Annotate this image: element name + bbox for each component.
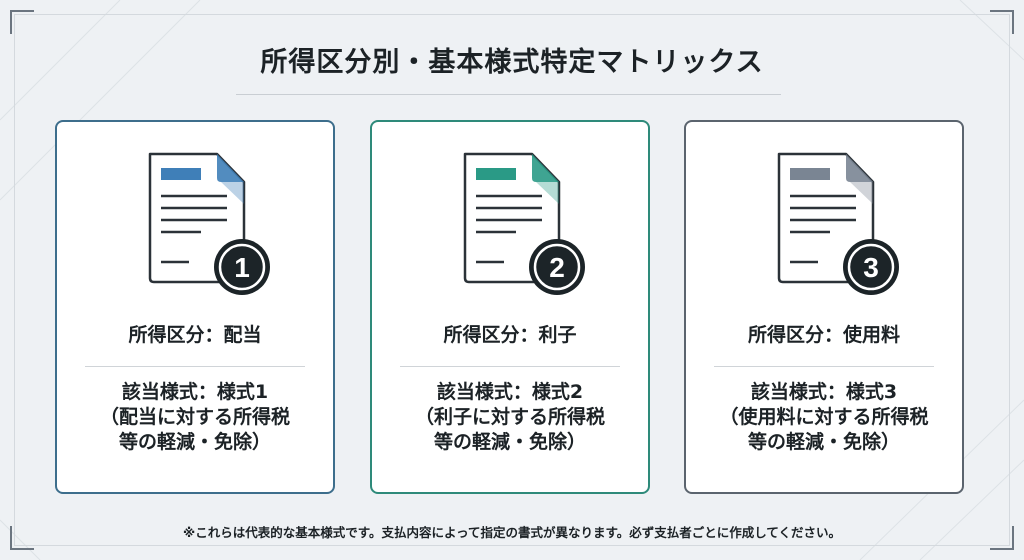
svg-text:2: 2	[549, 252, 565, 283]
form-card-3: 3 所得区分：使用料 該当様式：様式3 （使用料に対する所得税 等の軽減・免除）	[684, 120, 964, 494]
divider	[85, 366, 305, 367]
form-card-2: 2 所得区分：利子 該当様式：様式2 （利子に対する所得税 等の軽減・免除）	[370, 120, 650, 494]
form-name: 該当様式：様式1	[121, 381, 269, 403]
form-description: （使用料に対する所得税	[719, 406, 929, 428]
corner-decoration	[10, 10, 34, 34]
income-category: 所得区分：配当	[128, 324, 262, 346]
document-icon: 2	[463, 152, 585, 295]
form-name: 該当様式：様式2	[436, 381, 584, 403]
document-icon: 3	[777, 152, 899, 295]
income-category: 所得区分：利子	[443, 324, 577, 346]
corner-decoration	[990, 10, 1014, 34]
applicable-form: 該当様式：様式2 （利子に対する所得税 等の軽減・免除）	[372, 380, 648, 455]
title-underline	[236, 94, 781, 95]
form-name: 該当様式：様式3	[750, 381, 898, 403]
applicable-form: 該当様式：様式1 （配当に対する所得税 等の軽減・免除）	[57, 380, 333, 455]
form-description: 等の軽減・免除）	[747, 431, 900, 453]
footnote: ※これらは代表的な基本様式です。支払内容によって指定の書式が異なります。必ず支払…	[183, 525, 841, 540]
form-card-1: 1 所得区分：配当 該当様式：様式1 （配当に対する所得税 等の軽減・免除）	[55, 120, 335, 494]
document-icon: 1	[148, 152, 270, 295]
number-badge: 2	[529, 239, 585, 295]
corner-decoration	[10, 526, 34, 550]
corner-decoration	[990, 526, 1014, 550]
svg-text:1: 1	[234, 252, 250, 283]
page-frame	[14, 14, 1010, 546]
form-description: 等の軽減・免除）	[433, 431, 586, 453]
form-description: （配当に対する所得税	[99, 406, 290, 428]
number-badge: 1	[214, 239, 270, 295]
income-category: 所得区分：使用料	[747, 324, 900, 346]
form-description: （利子に対する所得税	[414, 406, 605, 428]
page-title: 所得区分別・基本様式特定マトリックス	[260, 47, 764, 78]
svg-text:3: 3	[863, 252, 879, 283]
divider	[714, 366, 934, 367]
divider	[400, 366, 620, 367]
number-badge: 3	[843, 239, 899, 295]
form-description: 等の軽減・免除）	[118, 431, 271, 453]
applicable-form: 該当様式：様式3 （使用料に対する所得税 等の軽減・免除）	[686, 380, 962, 455]
